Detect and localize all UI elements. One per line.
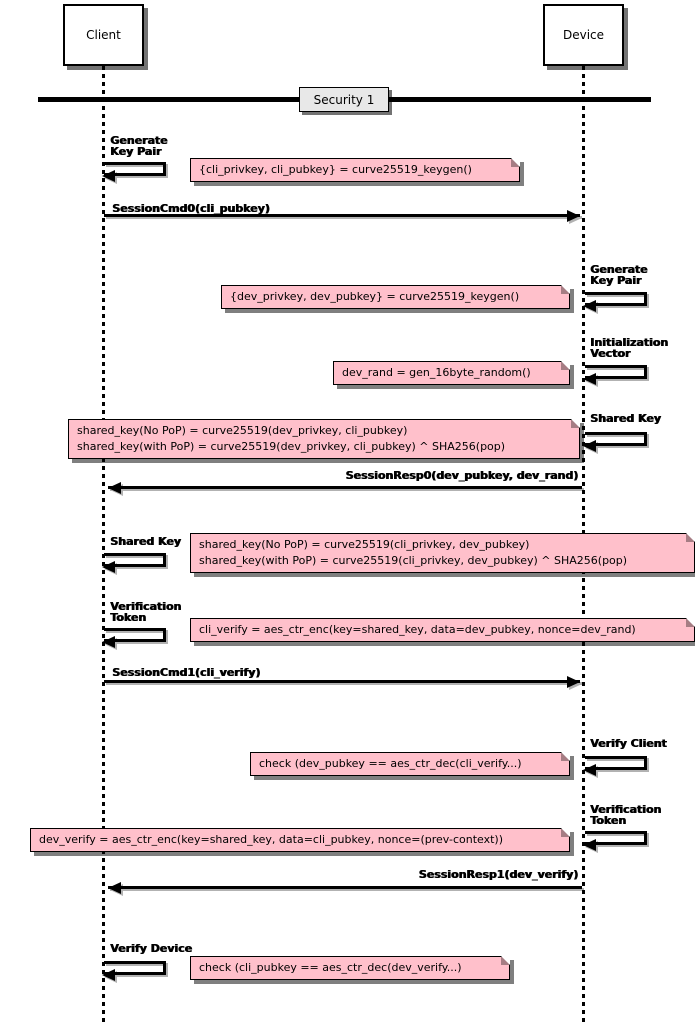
- note-cli-shared: shared_key(No PoP) = curve25519(cli_priv…: [190, 533, 695, 573]
- self-arrow-cli-verify-device: [102, 961, 166, 981]
- message-label-session-cmd0: SessionCmd0(cli_pubkey): [112, 202, 270, 215]
- self-arrow-dev-verify-client: [583, 756, 647, 776]
- message-label-session-resp1: SessionResp1(dev_verify): [418, 868, 578, 881]
- message-label-session-resp0: SessionResp0(dev_pubkey, dev_rand): [345, 469, 578, 482]
- lifeline-client: [102, 66, 105, 1023]
- divider-label-box: Security 1: [299, 87, 389, 112]
- op-label-cli-verif-token: Verification Token: [110, 600, 182, 624]
- self-arrow-cli-shared-key: [102, 553, 166, 573]
- message-arrow-session-cmd1: [104, 675, 580, 688]
- note-cli-keygen: {cli_privkey, cli_pubkey} = curve25519_k…: [190, 158, 520, 182]
- note-cli-verify: cli_verify = aes_ctr_enc(key=shared_key,…: [190, 618, 695, 642]
- note-dev-shared: shared_key(No PoP) = curve25519(dev_priv…: [68, 419, 580, 459]
- actor-device: Device: [543, 4, 624, 66]
- self-arrow-cli-gen-keypair: [102, 162, 166, 182]
- self-arrow-dev-gen-keypair: [583, 292, 647, 312]
- op-label-dev-shared-key: Shared Key: [590, 412, 661, 425]
- actor-device-label: Device: [562, 28, 605, 42]
- actor-client: Client: [63, 4, 144, 66]
- note-dev-rand: dev_rand = gen_16byte_random(): [333, 361, 570, 385]
- op-label-dev-gen-keypair: Generate Key Pair: [590, 263, 648, 287]
- message-label-session-cmd1: SessionCmd1(cli_verify): [112, 666, 261, 679]
- op-label-cli-gen-keypair: Generate Key Pair: [110, 134, 168, 158]
- note-check-device: check (cli_pubkey == aes_ctr_dec(dev_ver…: [190, 956, 510, 980]
- self-arrow-cli-verif-token: [102, 628, 166, 648]
- op-label-dev-verify-client: Verify Client: [590, 737, 667, 750]
- note-dev-keygen: {dev_privkey, dev_pubkey} = curve25519_k…: [221, 285, 570, 309]
- message-arrow-session-cmd0: [104, 209, 580, 222]
- message-arrow-session-resp0: [108, 481, 582, 494]
- op-label-cli-verify-device: Verify Device: [110, 942, 192, 955]
- op-label-dev-verif-token: Verification Token: [590, 803, 662, 827]
- actor-client-label: Client: [86, 28, 121, 42]
- message-arrow-session-resp1: [108, 881, 582, 894]
- note-dev-verify: dev_verify = aes_ctr_enc(key=shared_key,…: [30, 828, 570, 852]
- self-arrow-dev-verif-token: [583, 831, 647, 851]
- note-check-client: check (dev_pubkey == aes_ctr_dec(cli_ver…: [250, 752, 570, 776]
- divider-label: Security 1: [313, 92, 375, 107]
- self-arrow-dev-init-vector: [583, 365, 647, 385]
- self-arrow-dev-shared-key: [583, 432, 647, 452]
- op-label-cli-shared-key: Shared Key: [110, 535, 181, 548]
- op-label-dev-init-vector: Initialization Vector: [590, 336, 668, 360]
